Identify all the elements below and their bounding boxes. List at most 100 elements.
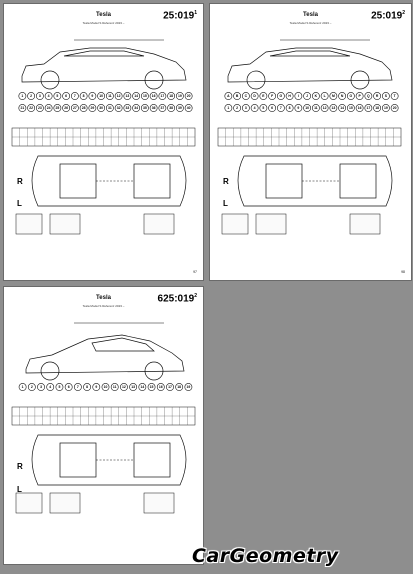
measuring-point-label: 9 <box>297 106 299 110</box>
measuring-point-label: 11 <box>314 106 318 110</box>
measuring-point <box>62 92 71 100</box>
car-side-outline <box>25 334 185 374</box>
measuring-point-label: 28 <box>82 106 86 110</box>
measuring-point <box>132 104 141 112</box>
measuring-point <box>250 92 259 100</box>
wheel <box>350 70 370 90</box>
measuring-point-label: 1 <box>21 94 23 98</box>
measuring-point <box>311 92 320 100</box>
measuring-point <box>175 383 184 391</box>
measuring-point-label: 6 <box>271 106 273 110</box>
sheet-code: 25:0191 <box>163 10 197 22</box>
measuring-point <box>276 92 285 100</box>
measuring-point <box>268 104 277 112</box>
measuring-point-label: E <box>262 94 265 98</box>
measuring-point <box>64 383 73 391</box>
measuring-point-label: 15 <box>143 94 147 98</box>
measuring-point-label: L <box>324 94 326 98</box>
measuring-point-label: I <box>298 94 299 98</box>
measuring-point-label: 36 <box>152 106 156 110</box>
measuring-point <box>129 383 138 391</box>
measuring-point-label: G <box>280 94 283 98</box>
page-number: 99 <box>193 554 197 558</box>
cargeometry-logo: CarGeometry <box>192 545 339 567</box>
measuring-point <box>140 92 149 100</box>
measuring-point <box>147 383 156 391</box>
measuring-point-label: 27 <box>73 106 77 110</box>
measuring-point-label: A <box>227 94 230 98</box>
measuring-point-label: 9 <box>95 385 97 389</box>
measuring-point-label: 16 <box>159 385 163 389</box>
wheel <box>144 70 164 90</box>
measuring-point <box>62 104 71 112</box>
underbody-outline <box>31 155 187 207</box>
measuring-point-label: 18 <box>375 106 379 110</box>
measuring-point <box>294 104 303 112</box>
measuring-point-label: 22 <box>29 106 33 110</box>
measuring-point-label: 34 <box>134 106 138 110</box>
measuring-point <box>18 92 27 100</box>
sheet-subtitle: Tesla Model S Referenz 2023 – <box>82 304 125 308</box>
measuring-point <box>55 383 64 391</box>
underbody-outline <box>237 155 393 207</box>
measuring-point <box>355 104 364 112</box>
front-subframe <box>59 163 97 199</box>
measuring-point-label: 33 <box>125 106 129 110</box>
detail-inset <box>49 492 81 514</box>
measuring-point <box>268 92 277 100</box>
measuring-point <box>364 92 373 100</box>
measuring-point <box>390 92 399 100</box>
car-side-outline <box>227 47 393 83</box>
measuring-point-label: 7 <box>77 385 79 389</box>
measuring-point-label: 21 <box>20 106 24 110</box>
measuring-point <box>53 104 62 112</box>
measuring-point-label: 14 <box>340 106 344 110</box>
measuring-point <box>46 383 55 391</box>
measuring-point <box>329 104 338 112</box>
measuring-point-label: R <box>376 94 379 98</box>
sheet-subtitle: Tesla Model S Referenz 2023 – <box>82 21 125 25</box>
measuring-point <box>224 104 233 112</box>
measuring-point-label: 4 <box>48 94 50 98</box>
measuring-point <box>37 383 45 391</box>
measuring-point-label: 17 <box>160 94 164 98</box>
detail-inset <box>255 213 287 235</box>
measuring-point <box>311 104 320 112</box>
measuring-point-label: 8 <box>86 385 88 389</box>
measuring-point <box>88 92 97 100</box>
measuring-point-label: 7 <box>74 94 76 98</box>
measuring-point <box>27 383 36 391</box>
measuring-point-label: 24 <box>47 106 51 110</box>
sheet-title: Tesla <box>96 12 111 18</box>
measuring-point <box>138 383 147 391</box>
measuring-point <box>70 92 79 100</box>
detail-inset <box>15 213 43 235</box>
measuring-point-label: 29 <box>90 106 94 110</box>
measuring-point-label: 32 <box>117 106 121 110</box>
sheet-title: Tesla <box>303 12 318 18</box>
measuring-point <box>364 104 373 112</box>
measuring-point-label: B <box>236 94 239 98</box>
measuring-point-label: 20 <box>187 94 191 98</box>
measuring-point-label: H <box>288 94 291 98</box>
measuring-point-label: 14 <box>140 385 144 389</box>
measuring-point <box>114 92 123 100</box>
measuring-point-label: 5 <box>262 106 264 110</box>
measuring-point <box>35 92 44 100</box>
measuring-point <box>149 92 158 100</box>
measuring-point-label: F <box>271 94 273 98</box>
measuring-point-label: 13 <box>125 94 129 98</box>
measuring-point <box>184 383 193 391</box>
measuring-point <box>27 104 36 112</box>
measuring-point-label: 23 <box>38 106 42 110</box>
measuring-point <box>18 104 27 112</box>
measuring-point <box>346 92 355 100</box>
measuring-point-label: 8 <box>289 106 291 110</box>
measuring-point <box>285 104 294 112</box>
measuring-point <box>105 92 114 100</box>
front-subframe <box>59 442 97 478</box>
measuring-point-label: 15 <box>349 106 353 110</box>
measuring-point <box>149 104 158 112</box>
side-label-right: R <box>17 177 23 186</box>
